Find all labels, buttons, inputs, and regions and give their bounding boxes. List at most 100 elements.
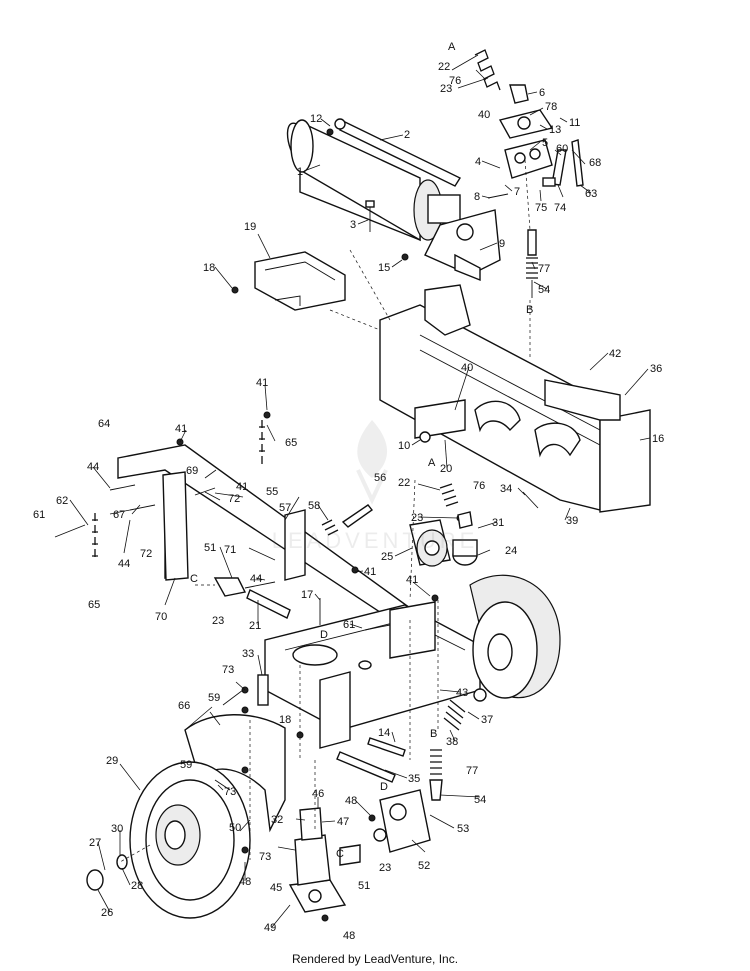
callout-41b: 41: [175, 423, 187, 435]
callout-54b: 54: [474, 794, 486, 806]
callout-26: 26: [101, 907, 113, 919]
callout-73c: 73: [259, 851, 271, 863]
callout-48c: 48: [343, 930, 355, 942]
callout-74: 74: [554, 202, 566, 214]
callout-13: 13: [549, 124, 561, 136]
callout-40b: 40: [461, 362, 473, 374]
callout-59b: 59: [180, 759, 192, 771]
callout-18a: 18: [203, 262, 215, 274]
wedge-plate: [544, 379, 651, 513]
callout-23c: 23: [212, 615, 224, 627]
hose-spring-top: [474, 49, 501, 91]
tongue-tube: [117, 444, 412, 623]
callout-7: 7: [514, 186, 520, 198]
leader-lines: [69, 54, 651, 928]
footer-credit: Rendered by LeadVenture, Inc.: [291, 952, 459, 966]
callout-78: 78: [545, 101, 557, 113]
callout-66: 66: [178, 700, 190, 712]
callout-23d: 23: [379, 862, 391, 874]
callout-41c: 41: [236, 481, 248, 493]
callout-32: 32: [271, 814, 283, 826]
hose-spring-right: [526, 229, 538, 298]
callout-B-top: B: [526, 304, 533, 316]
axle-bracket-left: [319, 671, 351, 749]
log-cradle: [231, 251, 346, 311]
oil-filter: [409, 519, 451, 567]
callout-29: 29: [106, 755, 118, 767]
callout-65b: 65: [88, 599, 100, 611]
hose-spring-bottom: [429, 749, 443, 801]
spring-58: [321, 519, 339, 536]
callout-56: 56: [374, 472, 386, 484]
callout-71: 71: [224, 544, 236, 556]
callout-35: 35: [408, 773, 420, 785]
callout-10: 10: [398, 440, 410, 452]
assembly-lines: [119, 159, 531, 863]
callout-77b: 77: [466, 765, 478, 777]
callout-44a: 44: [87, 461, 99, 473]
callout-70: 70: [155, 611, 167, 623]
callout-34: 34: [500, 483, 512, 495]
callout-51b: 51: [358, 880, 370, 892]
callout-60: 60: [556, 143, 568, 155]
callout-62: 62: [56, 495, 68, 507]
pin-14: [367, 737, 406, 757]
callout-45: 45: [270, 882, 282, 894]
fitting-elbow-top: [509, 84, 529, 104]
callout-23b: 23: [411, 512, 423, 524]
callout-A-top: A: [448, 41, 456, 53]
callout-76b: 76: [473, 480, 485, 492]
callout-28: 28: [131, 880, 143, 892]
wheel-left: [129, 761, 251, 919]
tongue-hardware: [54, 411, 271, 538]
callout-3: 3: [350, 219, 356, 231]
spring-38: [443, 699, 466, 731]
callout-73a: 73: [222, 664, 234, 676]
safety-chain-right: [259, 420, 265, 464]
callout-C-left: C: [190, 573, 198, 585]
callout-61b: 61: [343, 619, 355, 631]
axle-bracket-right: [389, 601, 436, 659]
spring-22-mid: [439, 483, 473, 529]
callout-5: 5: [542, 137, 548, 149]
callout-55: 55: [266, 486, 278, 498]
mount-plate-57: [284, 509, 306, 581]
callout-77a: 77: [538, 263, 550, 275]
callout-47: 47: [337, 816, 349, 828]
callout-D-pump: D: [380, 781, 388, 793]
pin-35: [336, 751, 396, 783]
callout-18b: 18: [279, 714, 291, 726]
callout-72b: 72: [140, 548, 152, 560]
callout-A-mid: A: [428, 457, 436, 469]
callout-40a: 40: [478, 109, 490, 121]
callout-52: 52: [418, 860, 430, 872]
safety-chain-left: [92, 513, 98, 557]
callout-68: 68: [589, 157, 601, 169]
callout-D-frame: D: [320, 629, 328, 641]
cylinder-bolts: [326, 128, 509, 261]
callout-39: 39: [566, 515, 578, 527]
callout-50: 50: [229, 822, 241, 834]
callout-12: 12: [310, 113, 322, 125]
callout-6: 6: [539, 87, 545, 99]
callout-61a: 61: [33, 509, 45, 521]
callout-69: 69: [186, 465, 198, 477]
callout-57: 57: [279, 502, 291, 514]
callout-8: 8: [474, 191, 480, 203]
wheel-right: [469, 574, 561, 699]
callout-64: 64: [98, 418, 110, 430]
callout-44b: 44: [118, 558, 130, 570]
callout-30: 30: [111, 823, 123, 835]
callout-11: 11: [569, 117, 580, 129]
callout-31: 31: [492, 517, 504, 529]
callout-72a: 72: [228, 493, 240, 505]
callout-4: 4: [475, 156, 481, 168]
callout-labels: 1 2 3 4 5 6 7 8 9 10 11 12 13 14 15 16 1…: [33, 41, 664, 942]
callout-19: 19: [244, 221, 256, 233]
callout-51a: 51: [204, 542, 216, 554]
jack-stand-tube: [162, 471, 189, 581]
handle-33: [257, 674, 269, 706]
callout-B-bottom: B: [430, 728, 437, 740]
callout-37: 37: [481, 714, 493, 726]
